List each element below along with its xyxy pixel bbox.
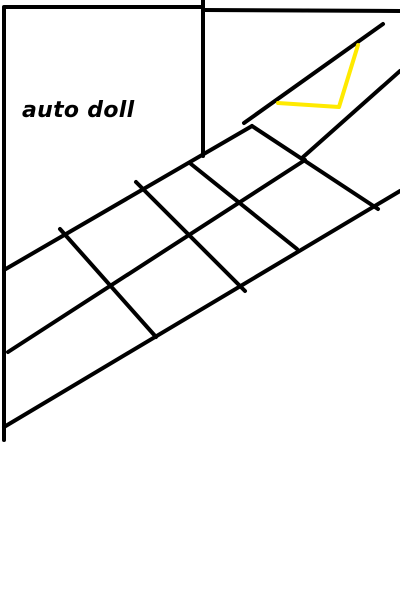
grid-rail-bottom — [2, 189, 400, 429]
upper-right-diagonal-line — [300, 69, 400, 160]
grid-cross-line-3 — [189, 162, 299, 251]
grid-rail-top — [2, 124, 254, 272]
upper-diagonal-line — [242, 22, 385, 125]
top-right-frame-line — [201, 8, 400, 13]
grid-cross-line-4 — [250, 124, 380, 211]
grid-cross-line-1 — [58, 227, 158, 339]
grid-cross-line-2 — [134, 180, 247, 293]
grid-rail-middle — [6, 158, 307, 354]
yellow-checkmark — [276, 43, 360, 109]
auto-doll-label: auto doll — [22, 98, 135, 123]
